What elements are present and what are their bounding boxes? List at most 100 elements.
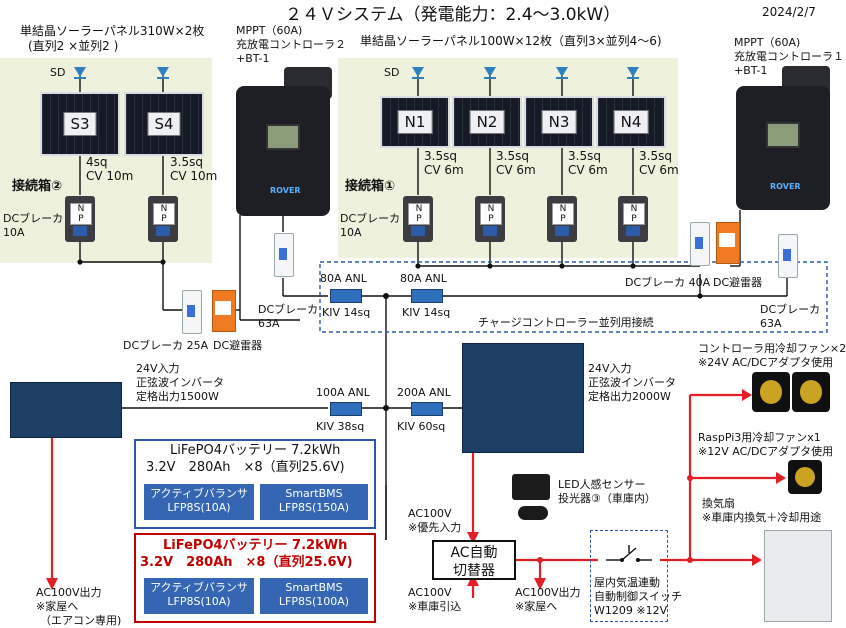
fan-raspi-note: ※12V AC/DCアダプタ使用 bbox=[698, 445, 834, 458]
solar-panel-s3: S3 bbox=[40, 92, 120, 156]
panel-label: S4 bbox=[147, 112, 181, 136]
fan-controller-note: ※24V AC/DCアダプタ使用 bbox=[698, 356, 834, 369]
led-label: LED人感センサー bbox=[558, 478, 646, 491]
controller2-bt: +BT-1 bbox=[236, 52, 270, 65]
dc-breaker-40a bbox=[690, 222, 710, 266]
ac-home-label: AC100V出力 bbox=[515, 586, 581, 599]
diode-bar bbox=[74, 77, 86, 79]
battery2-spec: 3.2V 280Ah ×8（直列25.6V) bbox=[140, 555, 353, 570]
dc-breaker-25a bbox=[182, 290, 202, 334]
diode-bar bbox=[157, 77, 169, 79]
inverter2000-input: 24V入力 bbox=[588, 362, 632, 375]
left-array-title: 単結晶ソーラーパネル310W×2枚 bbox=[20, 24, 205, 38]
cable-n3-len: CV 6m bbox=[568, 163, 608, 177]
panel-label: N1 bbox=[397, 110, 433, 134]
thermo-model: W1209 ※12V bbox=[594, 604, 668, 617]
right-breaker-rating: 10A bbox=[340, 226, 362, 239]
inverter1500-input: 24V入力 bbox=[136, 362, 180, 375]
vent-fan-label: 換気扇 bbox=[702, 497, 735, 510]
cable-s3-size: 4sq bbox=[86, 155, 108, 169]
controller2-model: MPPT（60A) bbox=[236, 24, 303, 37]
panel-label: N2 bbox=[469, 110, 505, 134]
spd-right-label: DC避雷器 bbox=[713, 276, 763, 289]
dc-surge-arrester-left bbox=[212, 290, 236, 332]
ac-priority-note: ※優先入力 bbox=[408, 521, 462, 534]
cable-s3-len: CV 10m bbox=[86, 169, 134, 183]
panel-label: S3 bbox=[63, 112, 97, 136]
thermo-switch-box bbox=[590, 530, 668, 622]
parallel-note: チャージコントローラー並列用接続 bbox=[478, 316, 654, 329]
ac-left-use: （エアコン専用) bbox=[40, 614, 122, 627]
anl-fuse-80a bbox=[411, 289, 443, 303]
cooling-fan-icon bbox=[752, 372, 790, 412]
breaker63-right-label: DCブレーカ bbox=[760, 303, 821, 316]
battery1-title: LiFePO4バッテリー 7.2kWh bbox=[170, 443, 341, 458]
ac-garage-note: ※車庫引込 bbox=[408, 600, 462, 613]
left-array-config: (直列2 ×並列2 ) bbox=[28, 39, 119, 53]
spd-left-label: DC避雷器 bbox=[213, 339, 263, 352]
charge-controller-1: ROVER bbox=[736, 86, 830, 210]
dc-breaker-63a-right bbox=[778, 234, 798, 278]
kiv14b-label: KIV 14sq bbox=[402, 306, 451, 319]
ac-garage-label: AC100V bbox=[408, 586, 452, 599]
anl-fuse-100a bbox=[330, 402, 362, 416]
anl100-label: 100A ANL bbox=[316, 386, 370, 399]
diode-bar bbox=[412, 77, 424, 79]
controller-brand: ROVER bbox=[770, 182, 801, 191]
cable-n4-len: CV 6m bbox=[639, 163, 679, 177]
left-breaker-rating: 10A bbox=[3, 226, 25, 239]
right-sd-label: SD bbox=[384, 66, 400, 79]
cable-n1-len: CV 6m bbox=[424, 163, 464, 177]
kiv14a-label: KIV 14sq bbox=[322, 306, 371, 319]
date-label: 2024/2/7 bbox=[762, 5, 816, 19]
diode-icon bbox=[157, 67, 169, 77]
diode-icon bbox=[484, 67, 496, 77]
controller1-name: 充放電コントローラ１ bbox=[734, 50, 844, 63]
anl-fuse-80a bbox=[330, 289, 362, 303]
led-location: 投光器③（車庫内） bbox=[558, 492, 656, 505]
page-title: ２４Ｖシステム（発電能力：2.4～3.0kW） bbox=[285, 5, 621, 25]
solar-panel-n4: N4 bbox=[596, 96, 666, 148]
cable-n3-size: 3.5sq bbox=[568, 149, 601, 163]
led-floodlight bbox=[512, 474, 550, 500]
ac-home-note: ※家屋へ bbox=[515, 600, 558, 613]
anl80a-label: 80A ANL bbox=[320, 272, 367, 285]
diode-bar bbox=[556, 77, 568, 79]
solar-panel-n1: N1 bbox=[380, 96, 450, 148]
ac-priority-label: AC100V bbox=[408, 507, 452, 520]
diode-icon bbox=[556, 67, 568, 77]
ac-transfer-switch: AC自動切替器 bbox=[432, 540, 516, 580]
cable-n1-size: 3.5sq bbox=[424, 149, 457, 163]
cable-n2-len: CV 6m bbox=[496, 163, 536, 177]
inverter2000-rating: 定格出力2000W bbox=[588, 390, 671, 403]
thermo-label: 屋内気温連動 bbox=[594, 576, 660, 589]
cable-s4-size: 3.5sq bbox=[170, 155, 203, 169]
fan-raspi-label: RaspPi3用冷却ファンx1 bbox=[698, 431, 821, 444]
diode-icon bbox=[627, 67, 639, 77]
controller1-model: MPPT（60A) bbox=[734, 36, 801, 49]
panel-label: N4 bbox=[613, 110, 649, 134]
anl-fuse-200a bbox=[411, 402, 443, 416]
junction-box-1-label: 接続箱① bbox=[345, 179, 396, 194]
controller-brand: ROVER bbox=[270, 186, 301, 195]
cable-s4-len: CV 10m bbox=[170, 169, 218, 183]
diode-bar bbox=[484, 77, 496, 79]
inverter-1500w bbox=[10, 382, 122, 438]
anl80b-label: 80A ANL bbox=[400, 272, 447, 285]
cooling-fan-icon bbox=[792, 372, 830, 412]
solar-panel-s4: S4 bbox=[124, 92, 204, 156]
ac-left-note: ※家屋へ bbox=[36, 600, 79, 613]
motion-sensor-icon bbox=[518, 506, 548, 520]
dc-surge-arrester-right bbox=[716, 222, 740, 264]
breaker63-left-rating: 63A bbox=[258, 317, 280, 330]
controller2-name: 充放電コントローラ２ bbox=[236, 38, 346, 51]
